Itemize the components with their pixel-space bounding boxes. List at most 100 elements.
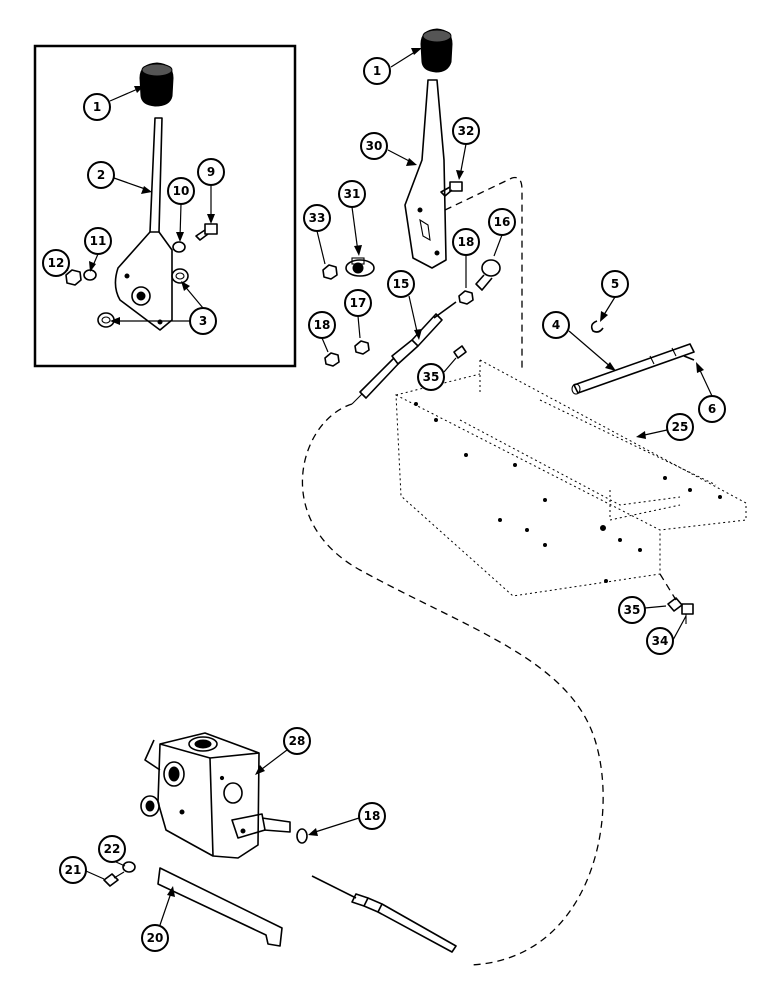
callout-35: 35 (618, 596, 646, 624)
lever-phantom-line (444, 176, 523, 370)
callout-circle (542, 311, 570, 339)
callout-number: 15 (393, 277, 410, 291)
callout-number: 25 (672, 420, 689, 434)
callout-circle (83, 93, 111, 121)
callout-circle (363, 57, 391, 85)
callout-15: 15 (387, 270, 415, 298)
callout-22: 22 (98, 835, 126, 863)
callout-number: 3 (199, 314, 207, 328)
knob-main (420, 28, 453, 73)
bracket-20 (157, 867, 283, 947)
cable-route-line (301, 403, 604, 966)
callout-number: 5 (611, 277, 619, 291)
callout-21: 21 (59, 856, 87, 884)
lever-inset (114, 117, 173, 331)
callout-circle (698, 395, 726, 423)
leader-lines (55, 48, 713, 926)
cable-lower-end (311, 875, 457, 953)
callout-circle (618, 596, 646, 624)
callout-34: 34 (646, 627, 674, 655)
screw-21 (103, 871, 125, 887)
callout-3: 3 (189, 307, 217, 335)
callout-number: 17 (350, 296, 367, 310)
callout-number: 33 (309, 211, 326, 225)
nut-18b (324, 352, 340, 367)
callout-circle (87, 161, 115, 189)
callout-28: 28 (283, 727, 311, 755)
washer-22 (122, 861, 136, 873)
callout-circle (308, 311, 336, 339)
callout-number: 35 (624, 603, 641, 617)
callout-number: 31 (344, 187, 361, 201)
callout-number: 2 (97, 168, 105, 182)
callout-circle (84, 227, 112, 255)
callout-circle (189, 307, 217, 335)
callout-18: 18 (308, 311, 336, 339)
callout-circle (197, 158, 225, 186)
callout-circle (358, 802, 386, 830)
callout-32: 32 (452, 117, 480, 145)
callout-16: 16 (488, 208, 516, 236)
callout-12: 12 (42, 249, 70, 277)
callout-6: 6 (698, 395, 726, 423)
bushing-lower (97, 312, 115, 328)
callout-number: 28 (289, 734, 306, 748)
callout-1: 1 (83, 93, 111, 121)
callout-18: 18 (452, 228, 480, 256)
callout-20: 20 (141, 924, 169, 952)
callout-circle (42, 249, 70, 277)
callout-number: 32 (458, 124, 475, 138)
callout-circle (338, 180, 366, 208)
callout-circle (666, 413, 694, 441)
callout-25: 25 (666, 413, 694, 441)
nut-35b (667, 597, 683, 612)
callout-circle (141, 924, 169, 952)
callout-number: 18 (364, 809, 381, 823)
callout-5: 5 (601, 270, 629, 298)
callout-circle (452, 117, 480, 145)
callout-circle (360, 132, 388, 160)
nut-17 (354, 340, 370, 355)
callout-17: 17 (344, 289, 372, 317)
callout-circle (98, 835, 126, 863)
callout-number: 20 (147, 931, 164, 945)
callout-circle (601, 270, 629, 298)
callout-number: 1 (93, 100, 101, 114)
callout-number: 1 (373, 64, 381, 78)
set-screw-35a (453, 345, 467, 359)
nut-12 (65, 269, 82, 286)
callout-number: 21 (65, 863, 82, 877)
nut-18a (458, 290, 474, 305)
callout-number: 18 (458, 235, 475, 249)
inset-panel (33, 44, 297, 368)
callout-number: 4 (552, 318, 560, 332)
clip-5 (590, 320, 604, 333)
callout-30: 30 (360, 132, 388, 160)
callout-35: 35 (417, 363, 445, 391)
pivot-31 (345, 257, 375, 277)
callout-number: 34 (652, 634, 669, 648)
callout-33: 33 (303, 204, 331, 232)
callout-circle (488, 208, 516, 236)
callout-number: 10 (173, 184, 190, 198)
callout-number: 16 (494, 215, 511, 229)
callout-number: 18 (314, 318, 331, 332)
bushing-upper (171, 268, 189, 284)
callout-number: 9 (207, 165, 215, 179)
bolt-9 (195, 223, 218, 241)
callout-11: 11 (84, 227, 112, 255)
callout-number: 11 (90, 234, 107, 248)
knob-inset (139, 62, 174, 107)
cable-upper-end (351, 301, 457, 405)
callout-circle (344, 289, 372, 317)
callout-1: 1 (363, 57, 391, 85)
bracket-25 (395, 359, 747, 597)
callout-circle (283, 727, 311, 755)
callout-circle (303, 204, 331, 232)
callout-10: 10 (167, 177, 195, 205)
callout-number: 6 (708, 402, 716, 416)
ball-joint-16 (475, 259, 501, 291)
callout-circle (387, 270, 415, 298)
callout-18: 18 (358, 802, 386, 830)
